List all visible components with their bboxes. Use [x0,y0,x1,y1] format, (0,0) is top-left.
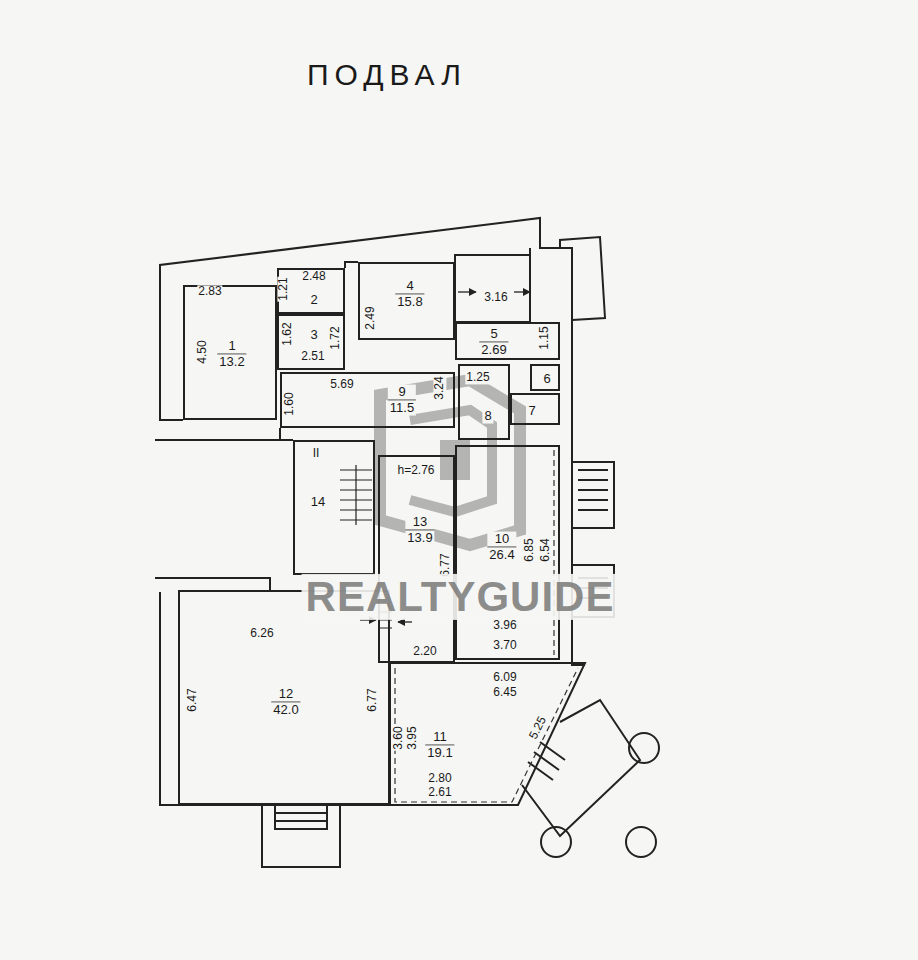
dimension-label: 2.48 [301,270,326,283]
dimension-label: 2.49 [364,305,377,330]
dimension-label: 6.77 [366,687,379,712]
dimension-label: 2.51 [300,350,325,363]
room-number: 3 [308,328,319,343]
room: 6 [530,364,560,391]
outer-wall [560,237,605,320]
room-area: 42.0 [271,703,300,718]
stair-bump [572,462,614,528]
dimension-label: 5.69 [329,378,354,391]
room-label: 8 [482,409,493,424]
room-number: 8 [482,409,493,424]
dimension-label: 3.96 [492,619,517,632]
dimension-label: 2.83 [197,285,222,298]
room-area: 13.9 [405,531,434,546]
dimension-label: 3.24 [433,375,446,400]
room-area: 19.1 [425,746,454,761]
room-label: 1313.9 [405,515,434,546]
room-label: 415.8 [395,279,424,310]
room-label: 7 [526,404,537,419]
dashed-line [553,450,554,655]
dimension-label: 2.61 [427,786,452,799]
dimension-label: II [312,447,321,460]
dimension-label: 3.70 [492,639,517,652]
room-number: 14 [309,495,327,510]
dimension-label: 6.47 [186,687,199,712]
room-label: 911.5 [388,385,416,416]
room-number: 9 [388,385,416,401]
room: 911.5 [280,372,455,428]
dimension-label: 6.85 [523,537,536,562]
entrance-steps [262,805,340,867]
dimension-label: 1.62 [281,321,294,346]
room-area: 11.5 [388,401,416,416]
dimension-label: 1.60 [283,391,296,416]
watermark: REALTYGUIDE [302,574,619,620]
column [629,733,659,763]
room: 7 [510,393,560,425]
dimension-label: 6.26 [249,627,274,640]
stairs [340,465,372,525]
dimension-label: 2.80 [427,772,452,785]
room-label: 1119.1 [425,730,454,761]
dimension-label: 3.95 [406,725,419,750]
room-area: 26.4 [487,548,516,563]
watermark-logo [380,380,520,545]
dimension-label: 6.09 [492,671,517,684]
dimension-label: 6.45 [492,686,517,699]
room-label: 52.69 [479,327,508,358]
outer-wall [155,578,270,590]
room-number: 1 [217,339,246,355]
column [626,827,656,857]
dimension-label: 1.15 [538,325,551,350]
entrance-steps [275,805,327,829]
porch [522,700,640,836]
outer-wall [160,592,390,805]
room-number: 5 [479,327,508,343]
dimension-label: 1.72 [329,325,342,350]
door-arrow [458,291,476,292]
room-number: 6 [541,372,552,387]
room-number: 7 [526,404,537,419]
room: 1242.0 [178,590,390,805]
door-arrow [398,621,412,622]
room-label: 2 [308,293,319,308]
dimension-label: 3.16 [483,291,508,304]
dimension-label: 3.60 [392,725,405,750]
room-number: 10 [487,532,516,548]
outer-wall [345,248,530,268]
room-outline [390,663,585,805]
column [541,827,571,857]
room-number: 4 [395,279,424,295]
entrance-steps [275,813,327,821]
dimension-label: 1.21 [277,276,290,301]
dimension-label: 5.25 [526,714,549,743]
room-label: 3 [308,328,319,343]
room-label: 6 [541,372,552,387]
room-label: 14 [309,495,327,510]
room-area: 13.2 [217,355,246,370]
door-arrow [514,291,530,292]
stair-steps [578,470,608,510]
room-label: 1026.4 [487,532,516,563]
dimension-label: 6.54 [539,537,552,562]
room-label: 1242.0 [271,687,300,718]
dimension-label: 4.50 [196,339,209,364]
dimension-label: 2.20 [412,645,437,658]
outer-wall [155,428,293,440]
room-area: 2.69 [479,343,508,358]
room: 14 [293,440,375,575]
room-number: 11 [425,730,454,746]
dimension-label: 1.25 [465,371,490,384]
plan-title: ПОДВАЛ [307,58,467,92]
room-label: 113.2 [217,339,246,370]
unnamed-room [455,255,530,322]
room-number: 2 [308,293,319,308]
room-number: 12 [271,687,300,703]
room-number: 13 [405,515,434,531]
dimension-label: h=2.76 [396,464,435,477]
room-area: 15.8 [395,295,424,310]
